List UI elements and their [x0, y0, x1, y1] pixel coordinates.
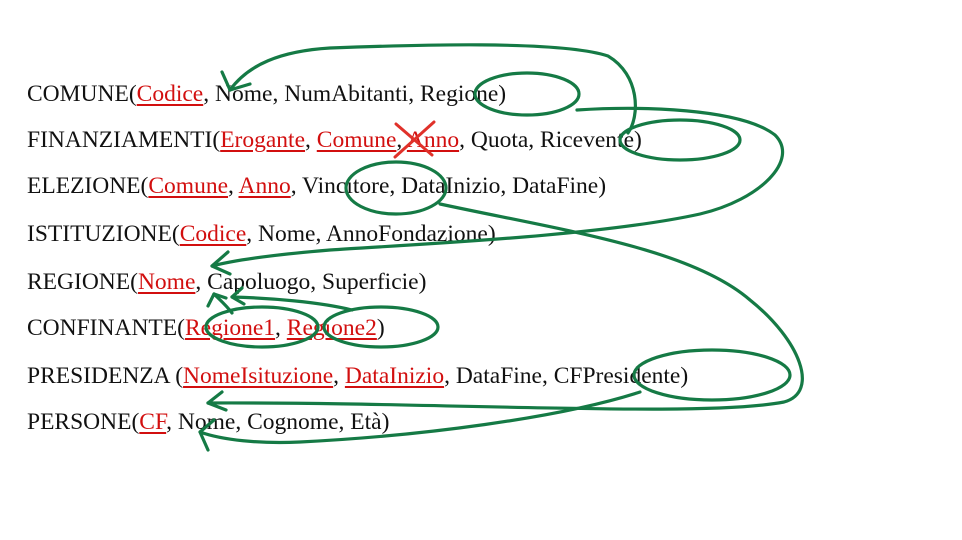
- key-attribute-nomeisituzione: NomeIsituzione: [183, 363, 334, 389]
- relation-name: ELEZIONE(: [27, 173, 149, 199]
- attribute-nome: Nome: [258, 221, 316, 247]
- relation-name: COMUNE(: [27, 81, 137, 107]
- attribute-datafine: DataFine: [512, 173, 599, 199]
- attribute-datafine: DataFine: [455, 363, 542, 389]
- relation-confinante: CONFINANTE(Regione1, Regione2): [27, 315, 385, 341]
- attribute-cognome: Cognome: [247, 409, 339, 435]
- relation-name: ISTITUZIONE(: [27, 221, 180, 247]
- attribute-età: Età: [350, 409, 382, 435]
- relation-presidenza: PRESIDENZA (NomeIsituzione, DataInizio, …: [27, 363, 689, 389]
- attribute-capoluogo: Capoluogo: [207, 269, 311, 295]
- attribute-regione: Regione: [419, 81, 499, 107]
- relation-elezione: ELEZIONE(Comune, Anno, Vincitore, DataIn…: [27, 173, 607, 199]
- attribute-nome: Nome: [177, 409, 236, 435]
- attribute-annofondazione: AnnoFondazione: [325, 221, 488, 247]
- key-attribute-comune: Comune: [316, 127, 397, 153]
- key-attribute-regione2: Regione2: [286, 315, 377, 341]
- attribute-cfpresidente: CFPresidente: [553, 363, 681, 389]
- key-attribute-regione1: Regione1: [184, 315, 276, 341]
- key-attribute-cf: CF: [139, 409, 167, 435]
- attribute-superficie: Superficie: [322, 269, 419, 295]
- attribute-nome: Nome: [215, 81, 273, 107]
- relation-name: REGIONE(: [27, 269, 138, 295]
- key-attribute-datainizio: DataInizio: [344, 363, 445, 389]
- key-attribute-comune: Comune: [148, 173, 229, 199]
- key-attribute-codice: Codice: [179, 221, 247, 247]
- relation-name: PRESIDENZA (: [27, 363, 184, 389]
- key-attribute-nome: Nome: [137, 269, 196, 295]
- attribute-datainizio: DataInizio: [401, 173, 501, 199]
- key-attribute-anno: Anno: [238, 173, 291, 199]
- relation-regione: REGIONE(Nome, Capoluogo, Superficie): [27, 269, 427, 295]
- relation-name: PERSONE(: [27, 409, 140, 435]
- key-attribute-anno: Anno: [406, 127, 460, 153]
- attribute-quota: Quota: [470, 127, 529, 153]
- relation-comune: COMUNE(Codice, Nome, NumAbitanti, Region…: [27, 81, 507, 107]
- relation-finanziamenti: FINANZIAMENTI(Erogante, Comune, Anno, Qu…: [27, 127, 642, 153]
- attribute-vincitore: Vincitore: [302, 173, 390, 199]
- relation-name: CONFINANTE(: [27, 315, 185, 341]
- key-attribute-erogante: Erogante: [220, 127, 306, 153]
- attribute-ricevente: Ricevente: [540, 127, 635, 153]
- key-attribute-codice: Codice: [136, 81, 204, 107]
- relation-name: FINANZIAMENTI(: [27, 127, 221, 153]
- attribute-numabitanti: NumAbitanti: [284, 81, 409, 107]
- relation-istituzione: ISTITUZIONE(Codice, Nome, AnnoFondazione…: [27, 221, 496, 247]
- relation-persone: PERSONE(CF, Nome, Cognome, Età): [27, 409, 390, 435]
